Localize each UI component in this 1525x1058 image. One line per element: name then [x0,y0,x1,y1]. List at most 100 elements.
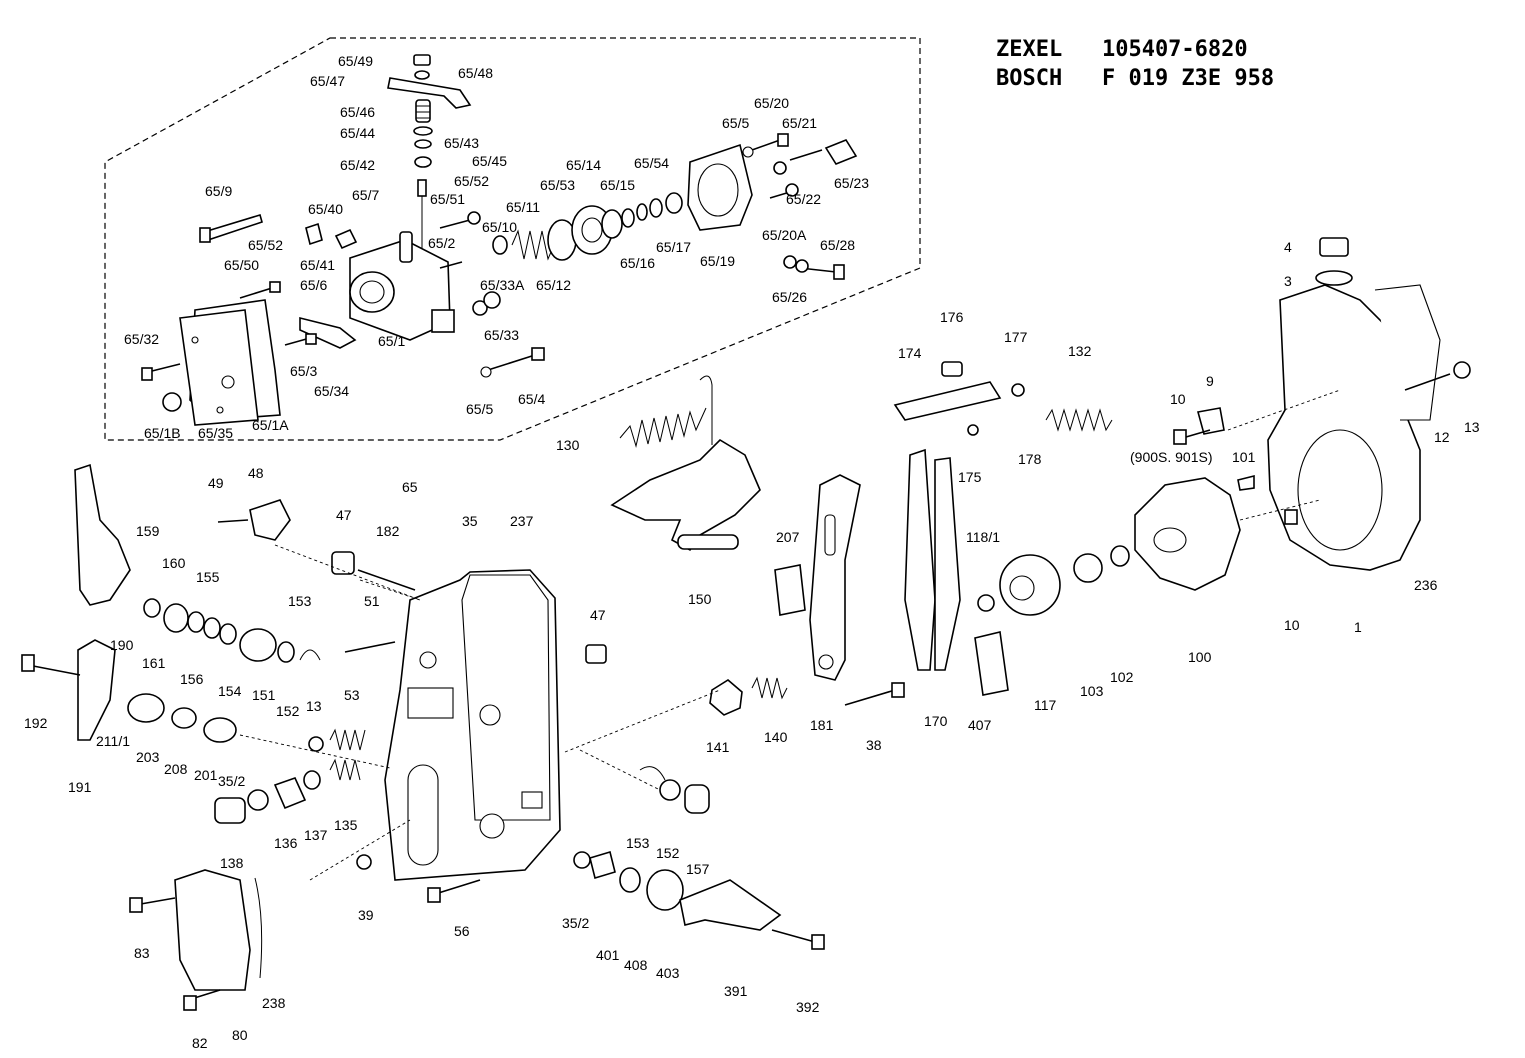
part-label: 65/47 [310,73,345,89]
part-label: 201 [194,767,218,783]
part-label: 53 [344,687,360,703]
part-label: 49 [208,475,224,491]
part-label: 65/3 [290,363,317,379]
part-label: 237 [510,513,534,529]
part-label: 65/1 [378,333,405,349]
part-label: 152 [656,845,680,861]
part-label: 135 [334,817,358,833]
part-label: 153 [626,835,650,851]
part-label: 138 [220,855,244,871]
part-label: 65/50 [224,257,259,273]
spring-130 [619,375,713,448]
cover-80 [174,869,251,991]
lever-170 [904,448,936,671]
part-label: 401 [596,947,620,963]
part-label: 65 [402,479,418,495]
part-label: 65/5 [466,401,493,417]
part-label: 150 [688,591,712,607]
part-label: 65/19 [700,253,735,269]
part-label: 130 [556,437,580,453]
part-label: 65/2 [428,235,455,251]
part-label: 161 [142,655,166,671]
part-label: 65/48 [458,65,493,81]
part-label: 170 [924,713,948,729]
part-label: 65/17 [656,239,691,255]
part-label: 65/33A [480,277,525,293]
part-label: 65/4 [518,391,545,407]
part-label: 3 [1284,273,1292,289]
part-label: 236 [1414,577,1438,593]
header-bosch: BOSCH F 019 Z3E 958 [996,66,1274,91]
part-label: 4 [1284,239,1292,255]
part-label: 65/14 [566,157,601,173]
part-label: 65/45 [472,153,507,169]
part-label: 203 [136,749,160,765]
part-label: 80 [232,1027,248,1043]
part-label: 65/6 [300,277,327,293]
part-label: 65/26 [772,289,807,305]
part-label: 65/32 [124,331,159,347]
part-label: 174 [898,345,922,361]
part-label: 1 [1354,619,1362,635]
part-label: 65/49 [338,53,373,69]
part-label: 65/41 [300,257,335,273]
part-label: 65/52 [248,237,283,253]
part-label: 207 [776,529,800,545]
part-label: 82 [192,1035,208,1051]
part-label: 102 [1110,669,1134,685]
part-label: 9 [1206,373,1214,389]
part-label: 392 [796,999,820,1015]
header-zexel: ZEXEL 105407-6820 [996,37,1248,62]
lever-191 [77,639,116,741]
part-label: 83 [134,945,150,961]
part-label: 403 [656,965,680,981]
part-label: 191 [68,779,92,795]
part-label: 65/22 [786,191,821,207]
part-label: 65/1A [252,417,289,433]
part-label: 65/7 [352,187,379,203]
part-label: 13 [306,698,322,714]
part-label: 156 [180,671,204,687]
part-label: 159 [136,523,160,539]
part-label: 141 [706,739,730,755]
part-label: 35/2 [218,773,245,789]
part-label: 65/5 [722,115,749,131]
part-label: 10 [1284,617,1300,633]
part-label: 65/33 [484,327,519,343]
part-label: 154 [218,683,242,699]
part-label: 65/1B [144,425,181,441]
part-label: 140 [764,729,788,745]
part-label: 65/20 [754,95,789,111]
part-label: 65/35 [198,425,233,441]
part-label: 137 [304,827,328,843]
part-label: 35/2 [562,915,589,931]
part-label: 48 [248,465,264,481]
part-label: 13 [1464,419,1480,435]
part-label: 181 [810,717,834,733]
part-label: 65/21 [782,115,817,131]
lever-190 [74,463,131,606]
pump-housing-35 [384,569,561,881]
flyweight-100 [1134,477,1241,591]
part-label: 182 [376,523,400,539]
part-label: 117 [1034,697,1057,713]
part-label: 65/52 [454,173,489,189]
block-207 [774,564,806,616]
part-label: 118/1 [966,529,1000,545]
part-label: 47 [336,507,352,523]
part-label: 103 [1080,683,1104,699]
part-label: 39 [358,907,374,923]
part-label: 153 [288,593,312,609]
part-label: 65/53 [540,177,575,193]
subassembly-65-boundary [104,37,921,441]
part-label: 65/54 [634,155,669,171]
part-label: 192 [24,715,48,731]
part-label: 176 [940,309,964,325]
governor-housing-1 [1267,237,1441,571]
part-label: 132 [1068,343,1092,359]
part-label: 65/40 [308,201,343,217]
part-label: 65/23 [834,175,869,191]
part-label: 65/46 [340,104,375,120]
part-label: 65/20A [762,227,807,243]
